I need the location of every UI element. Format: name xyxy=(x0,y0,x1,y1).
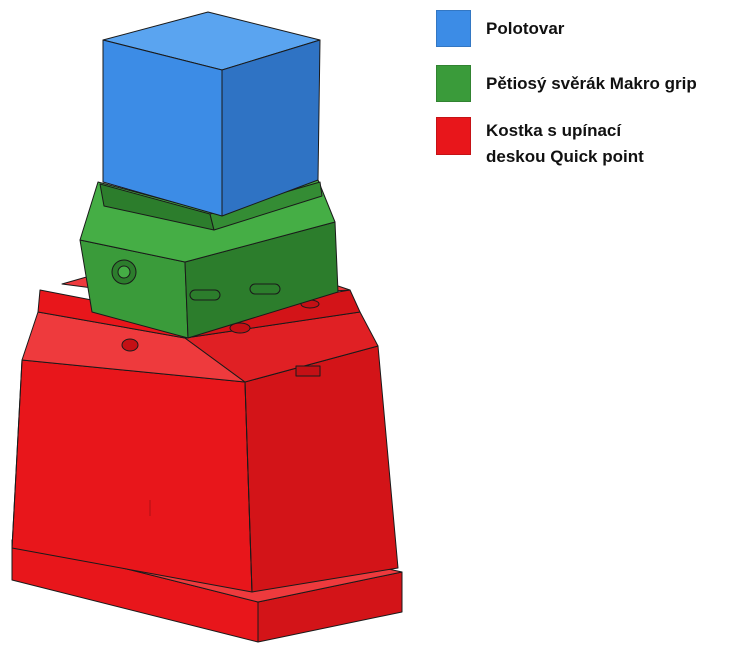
body-right-face xyxy=(244,345,399,593)
vise-slot-2 xyxy=(249,283,281,295)
legend-swatch-blue xyxy=(436,10,471,47)
legend-label-line: deskou Quick point xyxy=(486,147,644,166)
legend-label: Pětiosý svěrák Makro grip xyxy=(486,74,697,93)
makro-grip-vise xyxy=(79,179,339,339)
side-slot xyxy=(295,365,321,377)
workpiece-right xyxy=(221,39,321,217)
vise-slot xyxy=(189,289,221,301)
legend-label: Polotovar xyxy=(486,19,565,38)
workpiece xyxy=(102,11,321,217)
bolt-hole-1 xyxy=(121,338,139,352)
legend-label-line: Kostka s upínací xyxy=(486,121,622,140)
bolt-hole-2 xyxy=(229,322,251,334)
quick-point-block xyxy=(11,275,403,643)
legend-swatch-green xyxy=(436,65,471,102)
legend-swatch-red xyxy=(436,117,471,155)
legend-label: Kostka s upínací deskou Quick point xyxy=(486,118,644,170)
